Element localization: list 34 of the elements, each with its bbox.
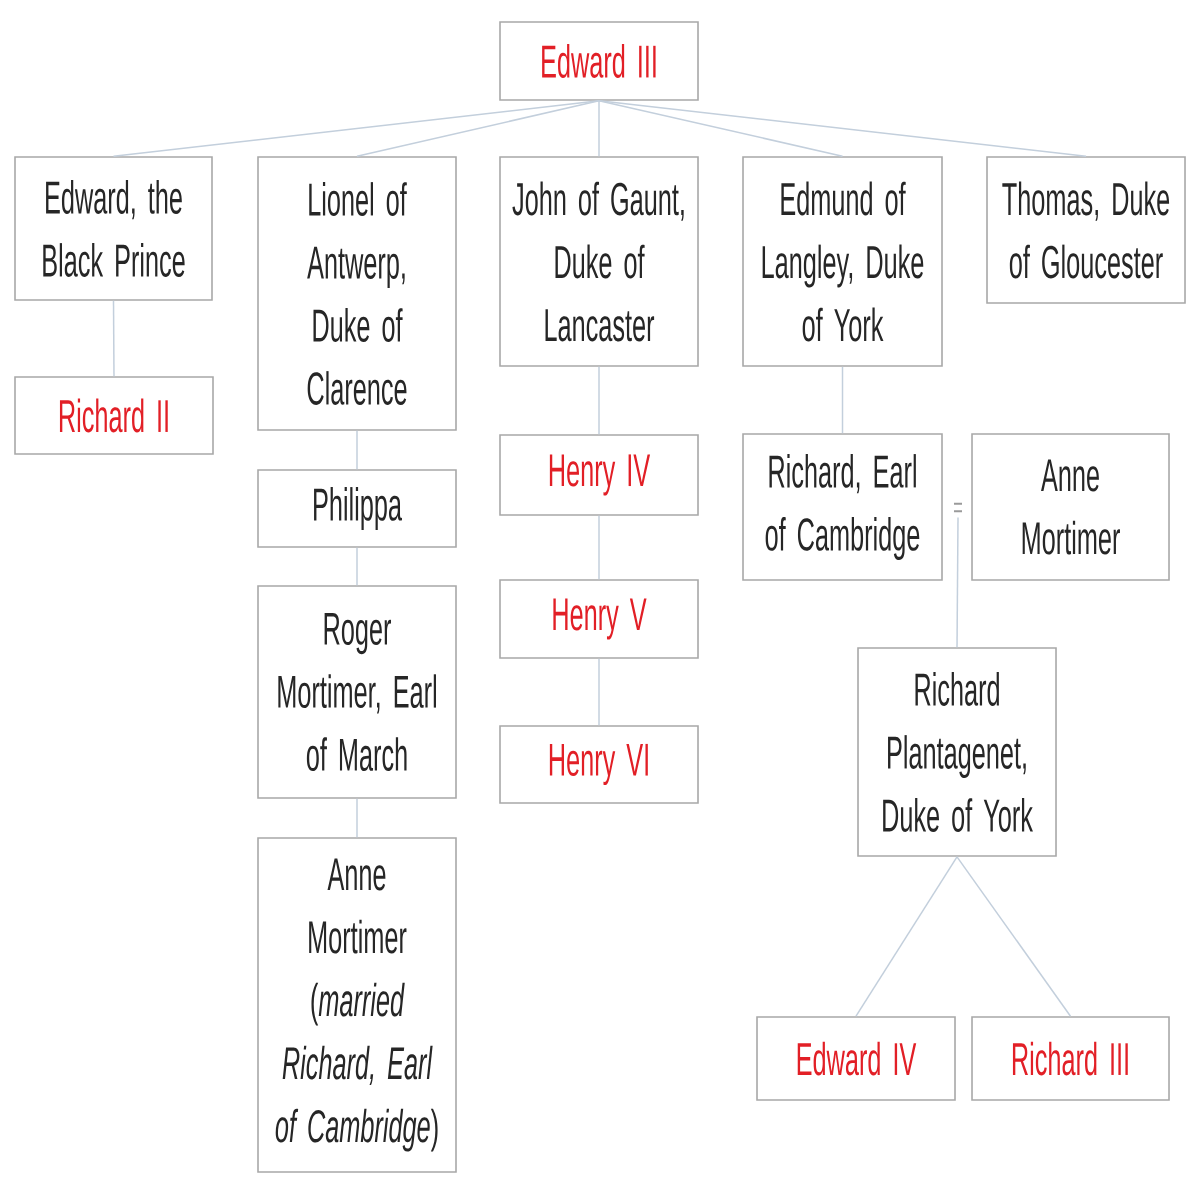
connector-line — [598, 366, 600, 435]
name-box: Edmund of Langley, Duke of York — [742, 156, 943, 367]
connector-line — [112, 100, 600, 157]
name-box: Henry IV — [499, 434, 699, 516]
connector-line — [356, 547, 358, 586]
connector-line — [956, 856, 1072, 1017]
connector-line — [356, 798, 358, 838]
connector-line — [956, 516, 959, 648]
name-box: Lionel of Antwerp, Duke of Clarence — [257, 156, 457, 431]
connector-line — [598, 100, 1087, 157]
name-box: Anne Mortimer — [971, 433, 1170, 581]
connector-line — [598, 515, 600, 580]
connector-line — [598, 100, 600, 157]
name-box: Thomas, Duke of Gloucester — [986, 156, 1186, 304]
name-box: Edward IV — [756, 1016, 956, 1101]
connector-line — [841, 366, 844, 434]
name-box: Henry V — [499, 579, 699, 659]
name-box: Richard III — [971, 1016, 1170, 1101]
connector-line — [855, 856, 958, 1017]
name-box: John of Gaunt, Duke of Lancaster — [499, 156, 699, 367]
connector-line — [356, 100, 600, 157]
connector-line — [356, 430, 358, 470]
name-box: Philippa — [257, 469, 457, 548]
name-box: Edward, the Black Prince — [14, 156, 213, 301]
name-box: Richard Plantagenet, Duke of York — [857, 647, 1057, 857]
name-box: Richard, Earl of Cambridge — [742, 433, 943, 581]
name-box: Anne Mortimer (married Richard, Earl of Cambridge) — [257, 837, 457, 1173]
name-box: Richard II — [14, 376, 214, 455]
name-box: Henry VI — [499, 725, 699, 804]
name-box: Edward III — [499, 21, 699, 101]
equals-sign: = — [954, 502, 962, 513]
connector-line — [598, 658, 600, 726]
name-box: Roger Mortimer, Earl of March — [257, 585, 457, 799]
connector-line — [112, 300, 115, 377]
